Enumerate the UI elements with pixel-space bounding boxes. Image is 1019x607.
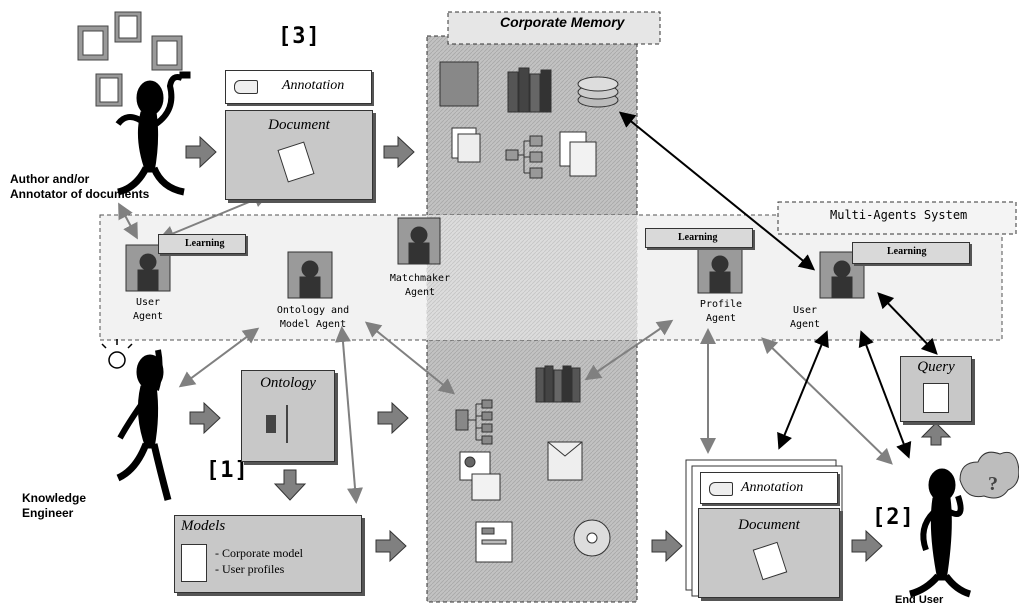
profile-agent-icon [697, 246, 743, 294]
end-user-figure-icon: ? [909, 451, 1019, 598]
memory-icons [439, 61, 619, 563]
annotation-top-label: Annotation [282, 78, 345, 93]
models-label: Models [181, 518, 226, 534]
query-form-icon [923, 383, 949, 413]
link-useragent-enduser [858, 330, 912, 459]
matchmaker-agent-label: Matchmaker Agent [389, 273, 451, 298]
end-user-label: End User [895, 594, 944, 606]
hierarchy-icon [505, 135, 543, 179]
link-document-useragent [158, 192, 270, 241]
document-top-box: Document [225, 110, 373, 200]
step-1-label: [1] [206, 458, 249, 483]
link-ontologyagent-models [335, 326, 363, 504]
annotation-bottom-box: Annotation [700, 472, 838, 504]
mas-title: Multi-Agents System [830, 208, 968, 222]
document-pages-icon [277, 141, 315, 183]
corporate-memory-title-box [447, 11, 661, 45]
models-item-corporate: - Corporate model [215, 546, 303, 560]
form-icon [475, 521, 513, 563]
link-engineer-ontologyagent [178, 327, 260, 388]
author-figure-icon [115, 71, 191, 196]
ontology-tree-branch [286, 405, 298, 443]
arrow-ontology-to-models [273, 469, 307, 501]
mas-title-box [777, 201, 1017, 235]
document-top-label: Document [268, 117, 330, 133]
document-bottom-box: Document [698, 508, 840, 598]
database-icon [577, 76, 619, 108]
bookshelf-icon [535, 365, 581, 403]
tag-icon [234, 80, 258, 94]
docs-stack-icon [559, 131, 597, 177]
svg-text:?: ? [988, 473, 998, 495]
author-documents-icon [77, 11, 183, 107]
annotation-bottom-label: Annotation [741, 480, 804, 495]
models-icon [181, 544, 207, 582]
ontology-box: Ontology [241, 370, 335, 462]
thought-cloud-icon [959, 451, 1019, 499]
user-agent-left-label: User Agent [132, 297, 164, 322]
flow-arrows [185, 135, 952, 563]
link-memory-profileagent [584, 319, 674, 381]
arrow-document-to-memory [383, 135, 415, 169]
chart-docs-icon [459, 451, 501, 501]
ontology-agent-icon [287, 251, 333, 299]
author-label: Author and/or Annotator of documents [10, 172, 150, 201]
link-author-useragent [118, 202, 138, 240]
link-ontologyagent-memory [364, 321, 456, 395]
black-links [618, 111, 938, 459]
arrow-document-to-enduser [851, 529, 883, 563]
engineer-label: Knowledge Engineer [22, 491, 87, 520]
link-useragent-query [877, 292, 938, 355]
doc-icon [451, 127, 481, 163]
arrow-ontology-to-memory [377, 401, 409, 435]
learning-left-label: Learning [158, 234, 246, 254]
learning-profile-label: Learning [645, 228, 753, 248]
filing-cabinet-icon [439, 61, 479, 107]
arrow-engineer-to-ontology [189, 401, 221, 435]
models-item-profiles: - User profiles [215, 562, 285, 576]
document-bottom-pages-icon [752, 541, 788, 581]
arrow-models-to-memory [375, 529, 407, 563]
step-2-label: [2] [872, 505, 915, 530]
books-icon [507, 67, 552, 113]
agent-icons [125, 217, 865, 299]
tag-icon-bottom [709, 482, 733, 496]
envelope-icon [547, 441, 583, 481]
ontology-agent-label: Ontology and Model Agent [276, 305, 350, 330]
user-agent-right-label: User Agent [789, 305, 821, 330]
link-memory-useragent [618, 111, 816, 271]
annotation-top-box: Annotation [225, 70, 372, 104]
profile-agent-label: Profile Agent [699, 299, 743, 324]
engineer-figure-icon [101, 339, 172, 501]
arrow-memory-to-document [651, 529, 683, 563]
corporate-memory-title: Corporate Memory [500, 14, 625, 30]
learning-right-label: Learning [852, 242, 970, 264]
document-bottom-label: Document [738, 517, 800, 533]
models-box: Models - Corporate model - User profiles [174, 515, 362, 593]
matchmaker-agent-icon [397, 217, 441, 265]
ontology-tree-icon [455, 399, 493, 445]
arrow-author-to-document [185, 135, 217, 169]
query-box: Query [900, 356, 972, 422]
arrow-enduser-to-query [920, 422, 952, 446]
link-useragent-document [777, 330, 829, 450]
ontology-label: Ontology [260, 375, 316, 391]
cd-icon [573, 519, 611, 557]
ontology-tree-small-icon [266, 415, 276, 433]
step-3-label: [3] [278, 24, 321, 49]
query-label: Query [917, 359, 955, 375]
mas-overlap [427, 215, 637, 340]
